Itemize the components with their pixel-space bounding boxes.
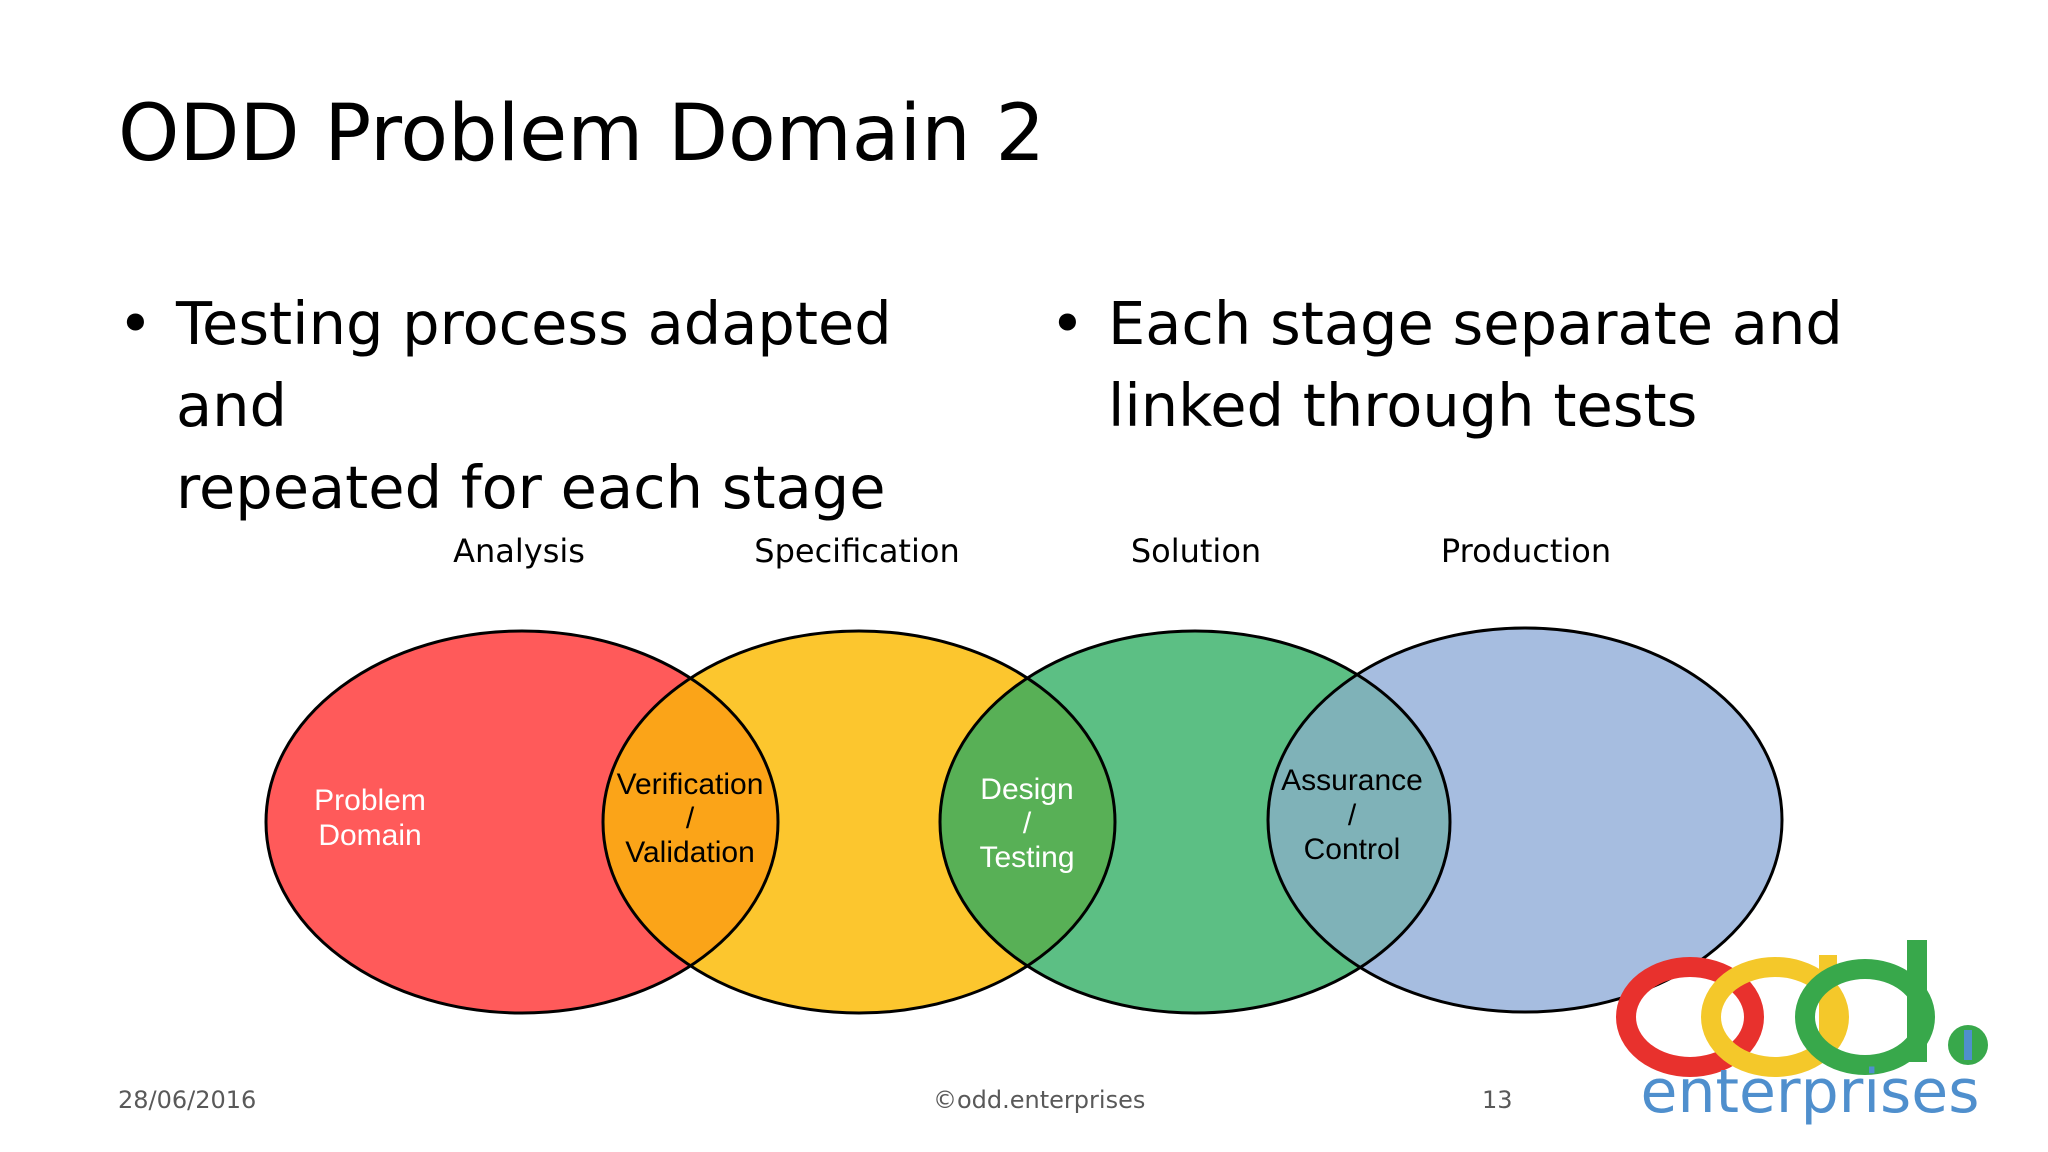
bullet-text: Testing process adapted and repeated for… (176, 289, 892, 522)
bullet-dot-icon: • (1050, 289, 1085, 358)
label-design-line3: Testing (979, 841, 1074, 874)
overlap-assurance (1268, 631, 1450, 1012)
circle-outlines (264, 626, 1784, 1015)
label-verification-line3: Validation (625, 836, 755, 869)
bullet-column-left: • Testing process adapted and repeated f… (118, 283, 1018, 529)
label-problem-domain-line1: Problem (314, 784, 426, 817)
overlap-design (940, 631, 1115, 1013)
logo-wordmark: enterprises (1641, 1057, 1980, 1127)
bullet-item: • Testing process adapted and repeated f… (118, 283, 1018, 529)
slide-title: ODD Problem Domain 2 (118, 89, 1046, 179)
logo-letters-graphic (1616, 940, 1988, 1077)
label-design-line1: Design (980, 773, 1073, 806)
label-assurance-line3: Control (1304, 833, 1401, 866)
label-design-line2: / (1023, 807, 1032, 840)
label-problem-domain-line2: Domain (318, 819, 421, 852)
bullet-item: • Each stage separate and linked through… (1050, 283, 1910, 447)
odd-enterprises-logo: enterprises (1616, 940, 1988, 1127)
label-verification-line2: / (686, 802, 695, 835)
footer-date: 28/06/2016 (118, 1086, 257, 1114)
stage-label-production: Production (1440, 532, 1612, 570)
label-assurance-line2: / (1348, 799, 1357, 832)
footer-copyright: ©odd.enterprises (933, 1086, 1146, 1114)
stage-label-specification: Specification (754, 532, 960, 570)
stage-label-analysis: Analysis (453, 532, 585, 570)
footer-page-number: 13 (1482, 1086, 1513, 1114)
bullet-column-right: • Each stage separate and linked through… (1050, 283, 1910, 447)
bullet-dot-icon: • (118, 289, 153, 358)
bullet-text: Each stage separate and linked through t… (1108, 289, 1843, 440)
label-assurance-line1: Assurance (1281, 764, 1423, 797)
overlap-verification (603, 631, 778, 1013)
stage-label-solution: Solution (1130, 532, 1262, 570)
label-verification-line1: Verification (617, 768, 764, 801)
